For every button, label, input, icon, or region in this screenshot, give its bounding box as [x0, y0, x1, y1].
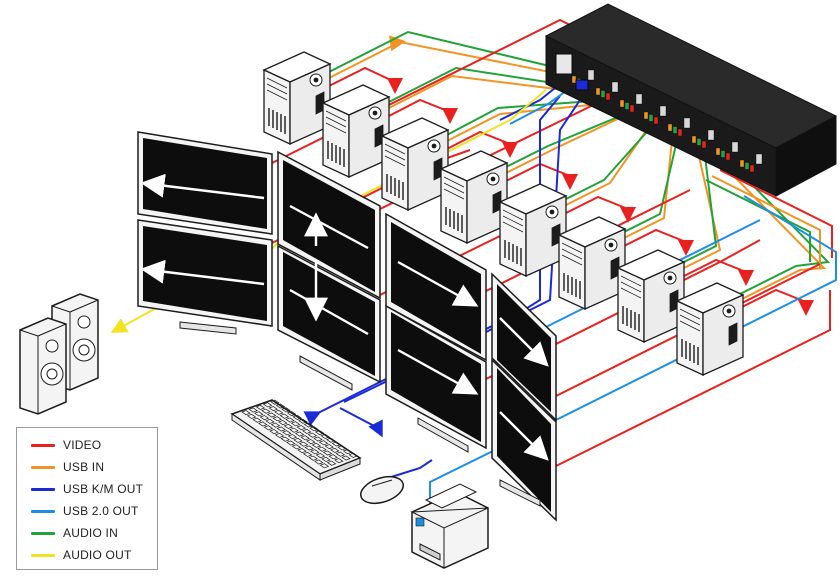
- legend-label: USB K/M OUT: [63, 482, 144, 496]
- monitor-stand: [299, 355, 353, 391]
- legend-label: AUDIO OUT: [63, 548, 132, 562]
- cable-audio-in: [444, 99, 607, 137]
- cable-usb-in: [619, 139, 673, 241]
- kvm-port-group: [739, 153, 763, 173]
- monitor-icon: [277, 244, 381, 384]
- keyboard-icon: [230, 399, 362, 481]
- cable-video: [444, 130, 518, 158]
- mouse-cord: [387, 459, 433, 479]
- monitor-icon: [385, 212, 487, 362]
- cable-audio-in: [705, 179, 811, 262]
- cable-usb-in: [444, 103, 601, 143]
- legend-item-usb-in: USB IN: [31, 460, 104, 474]
- legend-swatch: [31, 553, 55, 557]
- kvm-port-group: [715, 141, 739, 161]
- legend-label: USB 2.0 OUT: [63, 504, 139, 518]
- speaker-icon: [19, 293, 99, 415]
- cable-video: [561, 195, 636, 223]
- kvm-switch-icon: [544, 3, 838, 197]
- cable-audio-out: [110, 305, 161, 333]
- kvm-port-group: [595, 81, 619, 101]
- monitor-wall: [137, 131, 557, 522]
- computer-towers: [262, 51, 745, 377]
- cable-video: [384, 98, 458, 124]
- computer-tower-icon: [616, 249, 686, 344]
- cable-video: [739, 288, 814, 316]
- computer-tower-icon: [439, 150, 509, 245]
- legend-swatch: [31, 487, 55, 491]
- legend-swatch: [31, 509, 55, 513]
- cable-usb-km-out: [499, 83, 561, 121]
- cable-video: [679, 258, 754, 286]
- legend-item-usb2-out: USB 2.0 OUT: [31, 504, 139, 518]
- monitor-icon: [491, 272, 557, 422]
- cable-audio-in: [561, 123, 655, 202]
- monitor-icon: [137, 219, 273, 327]
- computer-cables: [324, 30, 833, 316]
- legend-item-audio-in: AUDIO IN: [31, 526, 118, 540]
- legend-label: VIDEO: [63, 438, 102, 452]
- legend-label: AUDIO IN: [63, 526, 118, 540]
- legend-item-video: VIDEO: [31, 438, 101, 452]
- cable-video: [324, 66, 403, 94]
- cable-usb2-out: [509, 87, 571, 125]
- computer-tower-icon: [380, 117, 450, 212]
- monitor-icon: [491, 358, 557, 522]
- computer-tower-icon: [557, 216, 627, 311]
- legend-item-usb-km-out: USB K/M OUT: [31, 482, 143, 496]
- legend-swatch: [31, 531, 55, 535]
- kvm-port-panel: [555, 53, 763, 173]
- cable-usb-km-out: [339, 407, 383, 438]
- kvm-port-group: [643, 105, 667, 125]
- cable-usb-in: [324, 35, 561, 81]
- kvm-shared-port: [555, 53, 573, 75]
- cable-usb2-out: [422, 195, 837, 524]
- legend-label: USB IN: [63, 460, 105, 474]
- kvm-port-group: [691, 129, 715, 149]
- monitor-stand: [499, 479, 541, 507]
- cable-audio-in: [324, 30, 567, 75]
- computer-tower-icon: [498, 183, 568, 278]
- cable-usb-km-out: [303, 95, 561, 426]
- legend-swatch: [31, 465, 55, 469]
- cable-audio-in: [384, 66, 587, 105]
- computer-tower-icon: [262, 51, 332, 146]
- monitor-stand: [417, 417, 469, 453]
- legend-item-audio-out: AUDIO OUT: [31, 548, 131, 562]
- cable-usb-in: [711, 175, 821, 268]
- cable-usb-in: [384, 74, 581, 111]
- legend-swatch: [31, 443, 55, 447]
- cable-usb2-out: [539, 219, 761, 331]
- cable-usb-in: [503, 115, 625, 175]
- kvm-usb-port: [575, 79, 589, 91]
- computer-tower-icon: [675, 282, 745, 377]
- monitor-stand: [179, 321, 237, 335]
- kvm-port-group: [667, 117, 691, 137]
- kvm-port-group: [619, 93, 643, 113]
- cable-video: [483, 239, 761, 381]
- cable-video: [503, 162, 578, 190]
- printer-icon: [410, 483, 489, 569]
- monitor-icon: [277, 150, 381, 300]
- monitor-icon: [137, 131, 273, 235]
- cable-audio-in: [619, 135, 679, 235]
- cable-usb-in: [679, 151, 722, 271]
- cable-video: [719, 169, 833, 258]
- cable-audio-in: [727, 159, 831, 295]
- computer-tower-icon: [321, 84, 391, 179]
- cable-video: [619, 228, 694, 256]
- cable-video: [555, 290, 831, 467]
- mouse-icon: [360, 475, 404, 505]
- monitor-icon: [385, 304, 487, 450]
- legend: VIDEO USB IN USB K/M OUT USB 2.0 OUT AUD…: [16, 427, 158, 570]
- cable-audio-in: [503, 111, 631, 169]
